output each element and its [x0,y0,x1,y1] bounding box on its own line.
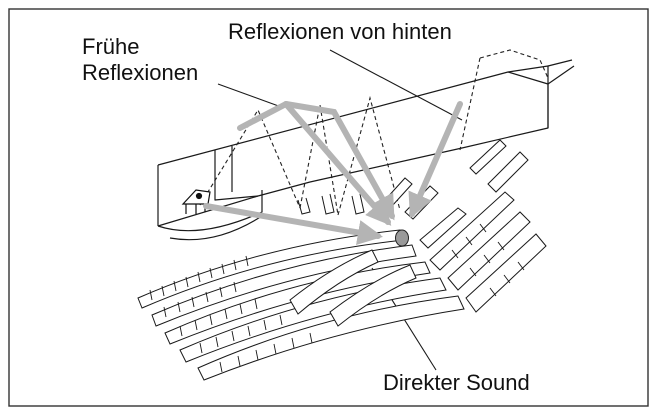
listener-head-icon [395,229,409,247]
direct-sound-arrow [203,203,383,245]
hall-walls [157,59,575,241]
aisle-posts [297,193,365,215]
reflection-paths [199,49,549,216]
figure-frame [8,8,649,407]
seat-backs [149,223,525,373]
label-early-reflections-line2: Reflexionen [82,60,199,85]
early-reflection-arrow-2 [237,101,289,131]
grand-piano-icon [181,189,211,214]
label-direct-sound: Direkter Sound [383,370,530,395]
label-rear-reflections: Reflexionen von hinten [228,19,452,44]
early-reflection-arrow-3 [283,101,395,221]
label-early-reflections: Frühe Reflexionen [82,34,232,86]
rear-reflection-arrow [408,101,463,219]
label-early-reflections-line1: Frühe [82,34,140,59]
early-reflection-arrow-1 [283,101,392,226]
audience-seating [137,139,547,381]
sound-arrows [203,101,463,245]
